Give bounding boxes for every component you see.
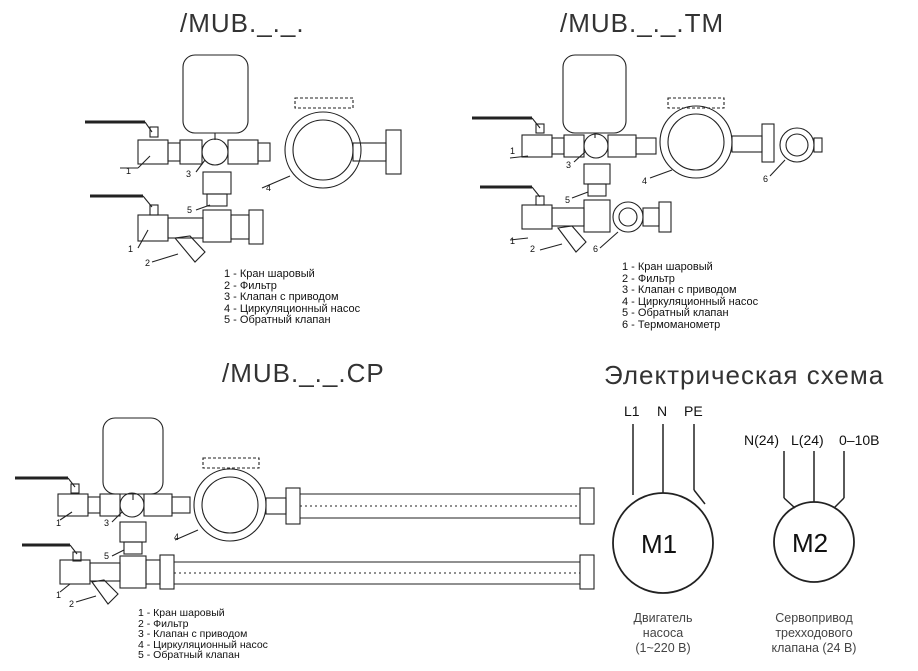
motor-m1-symbol — [612, 424, 714, 594]
cp-callout-4: 4 — [174, 532, 179, 542]
legend-mub-tm: 1 - Кран шаровый 2 - Фильтр 3 - Клапан с… — [622, 261, 759, 331]
cp-callout-2: 2 — [69, 599, 74, 609]
m2-caption-line: клапана (24 В) — [771, 641, 857, 655]
legend-item: 4 - Циркуляционный насос — [224, 302, 361, 315]
m1-terminal-l1: L1 — [624, 403, 640, 419]
cp-callout-1b: 1 — [56, 590, 61, 600]
m1-terminal-n: N — [657, 403, 668, 419]
legend-item: 3 - Клапан с приводом — [138, 628, 248, 640]
callout-4: 4 — [266, 183, 271, 193]
drawing-mub-cp — [15, 417, 595, 605]
legend-item: 1 - Кран шаровый — [224, 268, 315, 280]
motor-m1-label: M1 — [641, 529, 677, 559]
legend-item: 4 - Циркуляционный насос — [622, 295, 759, 308]
legend-mub-cp: 1 - Кран шаровый 2 - Фильтр 3 - Клапан с… — [138, 608, 268, 661]
legend-item: 2 - Фильтр — [622, 272, 675, 285]
callout-3: 3 — [186, 169, 191, 179]
title-electrical-scheme: Электрическая схема — [604, 360, 885, 390]
legend-mub: 1 - Кран шаровый 2 - Фильтр 3 - Клапан с… — [224, 268, 361, 327]
legend-item: 5 - Обратный клапан — [622, 307, 729, 319]
tm-callout-5: 5 — [565, 195, 570, 205]
m1-terminal-pe: PE — [684, 403, 703, 419]
legend-item: 3 - Клапан с приводом — [224, 291, 339, 303]
legend-item: 4 - Циркуляционный насос — [138, 638, 268, 651]
cp-callout-1: 1 — [56, 518, 61, 528]
callout-5: 5 — [187, 205, 192, 215]
m2-caption-line: Сервопривод — [775, 611, 853, 625]
m1-caption: Двигатель насоса (1~220 В) — [613, 611, 713, 656]
drawing-mub — [85, 54, 402, 263]
m2-caption-line: трехходового — [775, 626, 853, 640]
callout-1b: 1 — [128, 244, 133, 254]
legend-item: 1 - Кран шаровый — [138, 607, 225, 619]
motor-m2-symbol — [773, 451, 855, 583]
m1-caption-line: Двигатель — [633, 611, 693, 625]
m2-caption: Сервопривод трехходового клапана (24 В) — [754, 611, 874, 656]
legend-item: 5 - Обратный клапан — [138, 649, 240, 661]
tm-callout-2: 2 — [530, 244, 535, 254]
m1-caption-line: (1~220 В) — [635, 641, 691, 655]
title-mub-cp: /MUB._._.CP — [222, 358, 385, 388]
cp-callout-3: 3 — [104, 518, 109, 528]
legend-item: 2 - Фильтр — [224, 279, 277, 292]
tm-callout-1b: 1 — [510, 236, 515, 246]
legend-item: 2 - Фильтр — [138, 617, 189, 630]
m2-terminal-n24: N(24) — [744, 432, 780, 448]
title-mub: /MUB._._. — [180, 8, 305, 38]
legend-item: 5 - Обратный клапан — [224, 314, 331, 326]
cp-callout-5: 5 — [104, 551, 109, 561]
motor-m2-label: M2 — [792, 528, 828, 558]
tm-callout-6: 6 — [763, 174, 768, 184]
tm-callout-3: 3 — [566, 160, 571, 170]
tm-callout-4: 4 — [642, 176, 647, 186]
m2-terminal-l24: L(24) — [791, 432, 824, 448]
legend-item: 6 - Термоманометр — [622, 318, 721, 331]
callout-2: 2 — [145, 258, 150, 268]
m2-terminal-0-10v: 0–10В — [839, 432, 880, 448]
tm-callout-1: 1 — [510, 146, 515, 156]
drawing-mub-tm — [472, 54, 823, 253]
legend-item: 3 - Клапан с приводом — [622, 284, 737, 296]
callout-1: 1 — [126, 166, 131, 176]
title-mub-tm: /MUB._._.TM — [560, 8, 725, 38]
legend-item: 1 - Кран шаровый — [622, 261, 713, 273]
tm-callout-6b: 6 — [593, 244, 598, 254]
m1-caption-line: насоса — [642, 626, 684, 640]
